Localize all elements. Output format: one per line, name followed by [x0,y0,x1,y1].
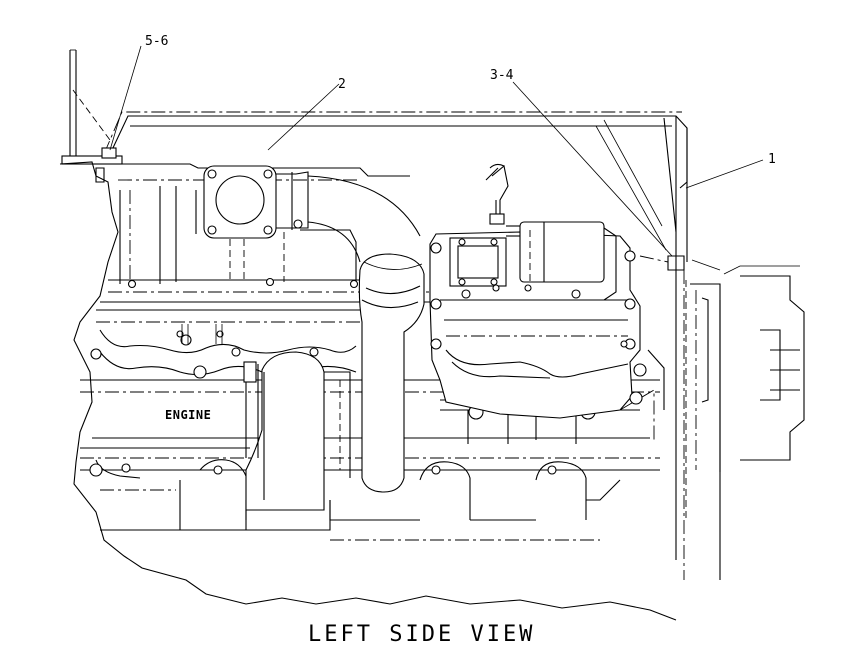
callout-1: 1 [768,152,776,167]
engine-label: ENGINE [165,408,211,422]
callout-2: 2 [338,77,346,92]
turbo-pipe [243,253,425,531]
callout-5-6: 5-6 [145,34,168,49]
mounting-bracket-left [61,49,123,183]
view-title: LEFT SIDE VIEW [308,622,535,647]
flywheel-housing [639,255,805,580]
intake-elbow [203,165,421,263]
callout-3-4: 3-4 [490,68,514,83]
aftercooler-housing [429,163,665,419]
guard-assembly [103,111,688,580]
leader-lines [109,45,764,257]
